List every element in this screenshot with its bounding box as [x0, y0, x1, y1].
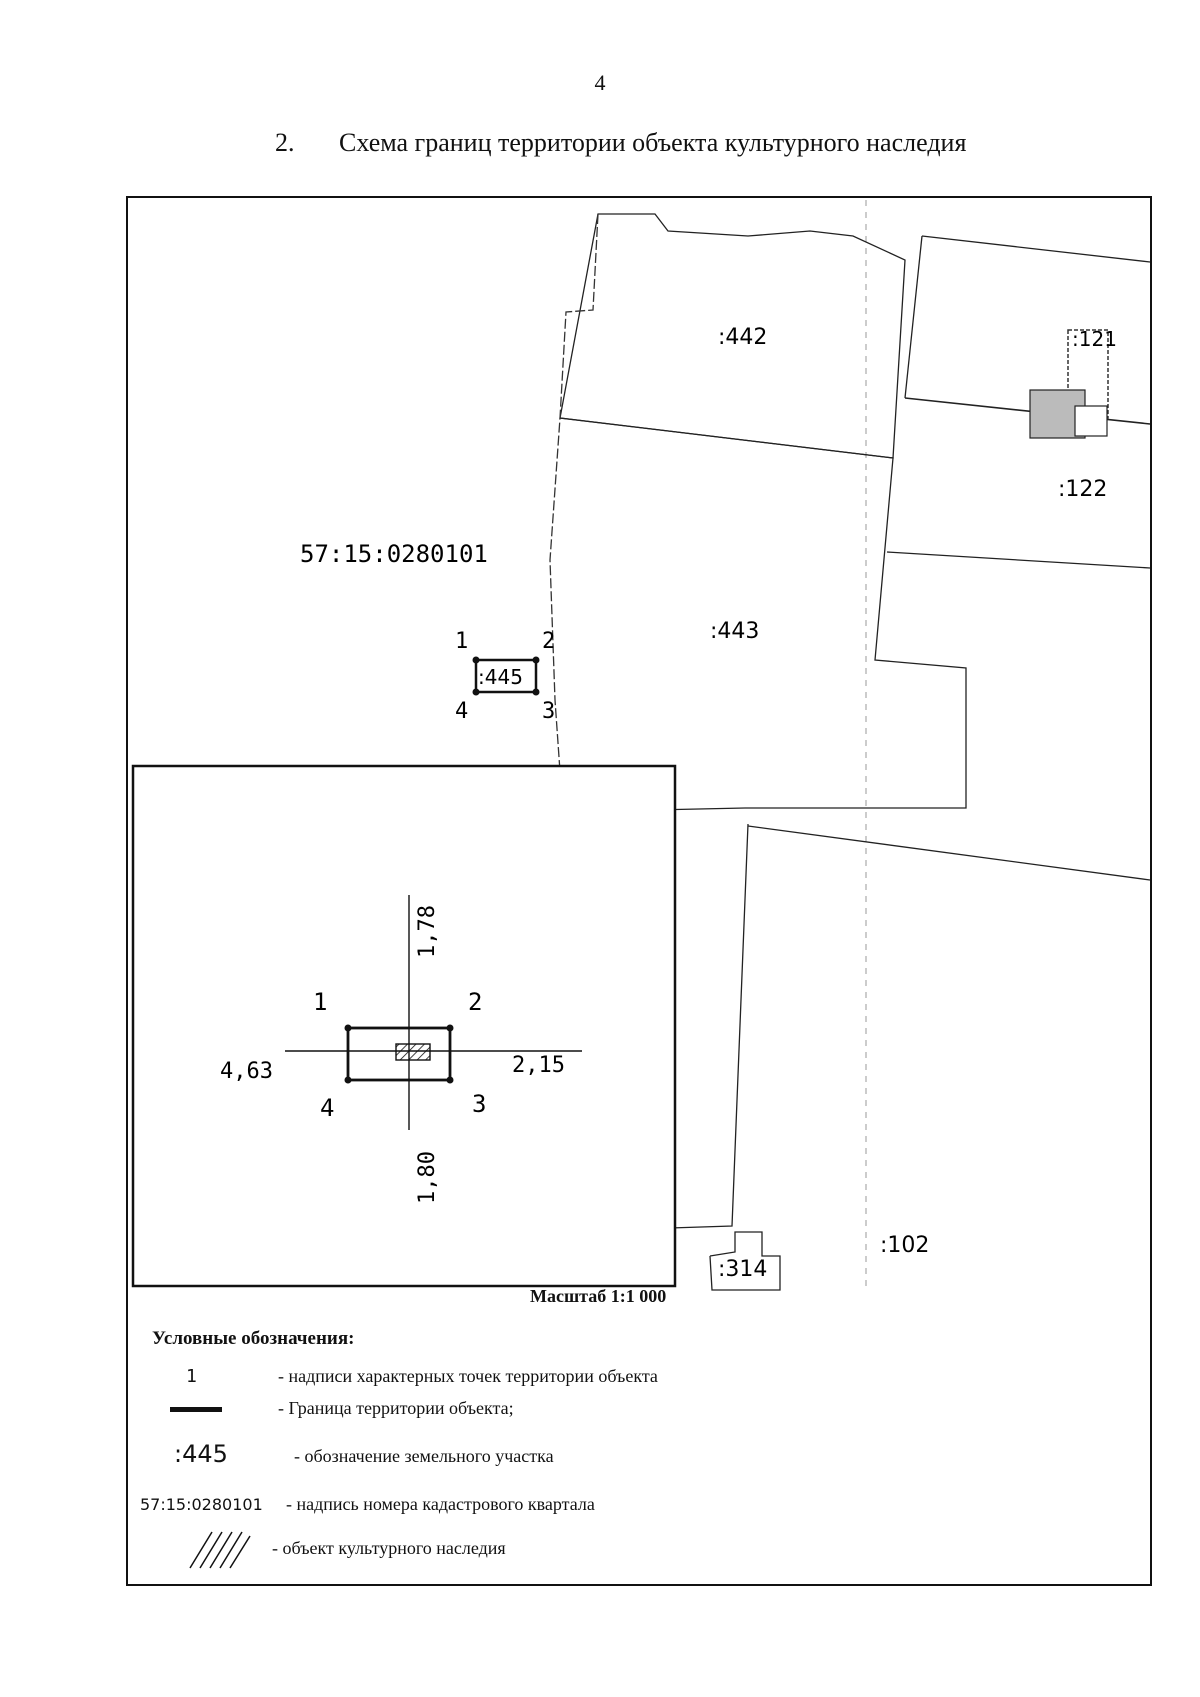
- west-boundary: [549, 213, 599, 801]
- inset-point-4-marker: [344, 1076, 352, 1084]
- label-parcel-314: :314: [718, 1257, 767, 1282]
- page-number: 4: [594, 70, 606, 95]
- inset-point-2-marker: [446, 1024, 454, 1032]
- label-parcel-121: :121: [1072, 327, 1117, 351]
- heritage-object-hatch: [395, 1043, 431, 1061]
- point-3-marker: [532, 688, 540, 696]
- legend-text-point: - надписи характерных точек территории о…: [278, 1366, 658, 1386]
- inset-label-point-1: 1: [313, 988, 327, 1016]
- legend-symbol-hatch: [189, 1531, 251, 1569]
- legend-symbol-parcel: :445: [174, 1440, 228, 1468]
- inset-distance-right: 2,15: [512, 1053, 565, 1078]
- building-121: [1029, 329, 1109, 439]
- label-parcel-445: :445: [478, 665, 523, 689]
- inset-distance-bottom: 1,80: [415, 1151, 440, 1204]
- parcel-122-bottom: [886, 551, 1151, 569]
- legend-row-heritage: - объект культурного наследия: [186, 1530, 826, 1570]
- inset-label-point-2: 2: [468, 988, 482, 1016]
- parcel-445-boundary: [474, 658, 538, 694]
- parcel-314-boundary: [709, 1231, 781, 1291]
- inset-frame: [131, 764, 677, 1288]
- parcel-102-west: [669, 823, 749, 1229]
- inset-point-3-marker: [446, 1076, 454, 1084]
- parcel-121-left: [904, 235, 923, 399]
- legend-text-parcel: - обозначение земельного участка: [294, 1446, 554, 1466]
- inset-label-point-3: 3: [472, 1090, 486, 1118]
- inset-label-point-4: 4: [320, 1094, 334, 1122]
- inset-distance-left: 4,63: [220, 1059, 273, 1084]
- parcel-121-top: [921, 235, 1151, 263]
- point-2-marker: [532, 656, 540, 664]
- legend-row-parcel: :445 - обозначение земельного участка: [174, 1440, 814, 1468]
- title-text: Схема границ территории объекта культурн…: [339, 128, 967, 157]
- legend-symbol-quarter: 57:15:0280101: [140, 1495, 263, 1514]
- scale-label: Масштаб 1:1 000: [530, 1286, 667, 1306]
- legend-text-heritage: - объект культурного наследия: [272, 1538, 506, 1559]
- parcel-443-boundary: [559, 417, 967, 813]
- document-title: 2. Схема границ территории объекта культу…: [275, 128, 966, 158]
- label-parcel-443: :443: [710, 619, 759, 644]
- legend-text-quarter: - надпись номера кадастрового квартала: [286, 1494, 595, 1514]
- legend-row-point-label: 1 - надписи характерных точек территории …: [186, 1366, 826, 1387]
- parcel-121-122-divider: [904, 397, 1151, 425]
- inset-point-1-marker: [344, 1024, 352, 1032]
- label-point-4: 4: [455, 699, 468, 724]
- label-point-3: 3: [542, 699, 555, 724]
- point-4-marker: [472, 688, 480, 696]
- label-parcel-102: :102: [880, 1233, 929, 1258]
- label-quarter: 57:15:0280101: [300, 540, 488, 568]
- label-parcel-122: :122: [1058, 477, 1107, 502]
- map-frame: [126, 196, 1152, 1586]
- legend-title: Условные обозначения:: [152, 1328, 355, 1349]
- legend-symbol-point: 1: [186, 1366, 197, 1387]
- point-1-marker: [472, 656, 480, 664]
- legend-symbol-boundary-line: [170, 1407, 222, 1413]
- label-point-2: 2: [542, 629, 555, 654]
- label-parcel-442: :442: [718, 325, 767, 350]
- legend-row-boundary: - Граница территории объекта;: [170, 1398, 810, 1419]
- parcel-102-north: [747, 825, 1151, 881]
- legend-row-quarter: 57:15:0280101 - надпись номера кадастрово…: [140, 1494, 780, 1515]
- inset-boundary: [346, 1026, 452, 1082]
- legend-text-boundary: - Граница территории объекта;: [278, 1398, 514, 1418]
- parcel-boundaries: [472, 200, 1151, 1291]
- title-number: 2.: [275, 128, 295, 157]
- inset-panel: 1 2 3 4 4,63 2,15 1,78 1,80: [131, 764, 677, 1288]
- label-point-1: 1: [455, 629, 468, 654]
- inset-distance-top: 1,78: [415, 905, 440, 958]
